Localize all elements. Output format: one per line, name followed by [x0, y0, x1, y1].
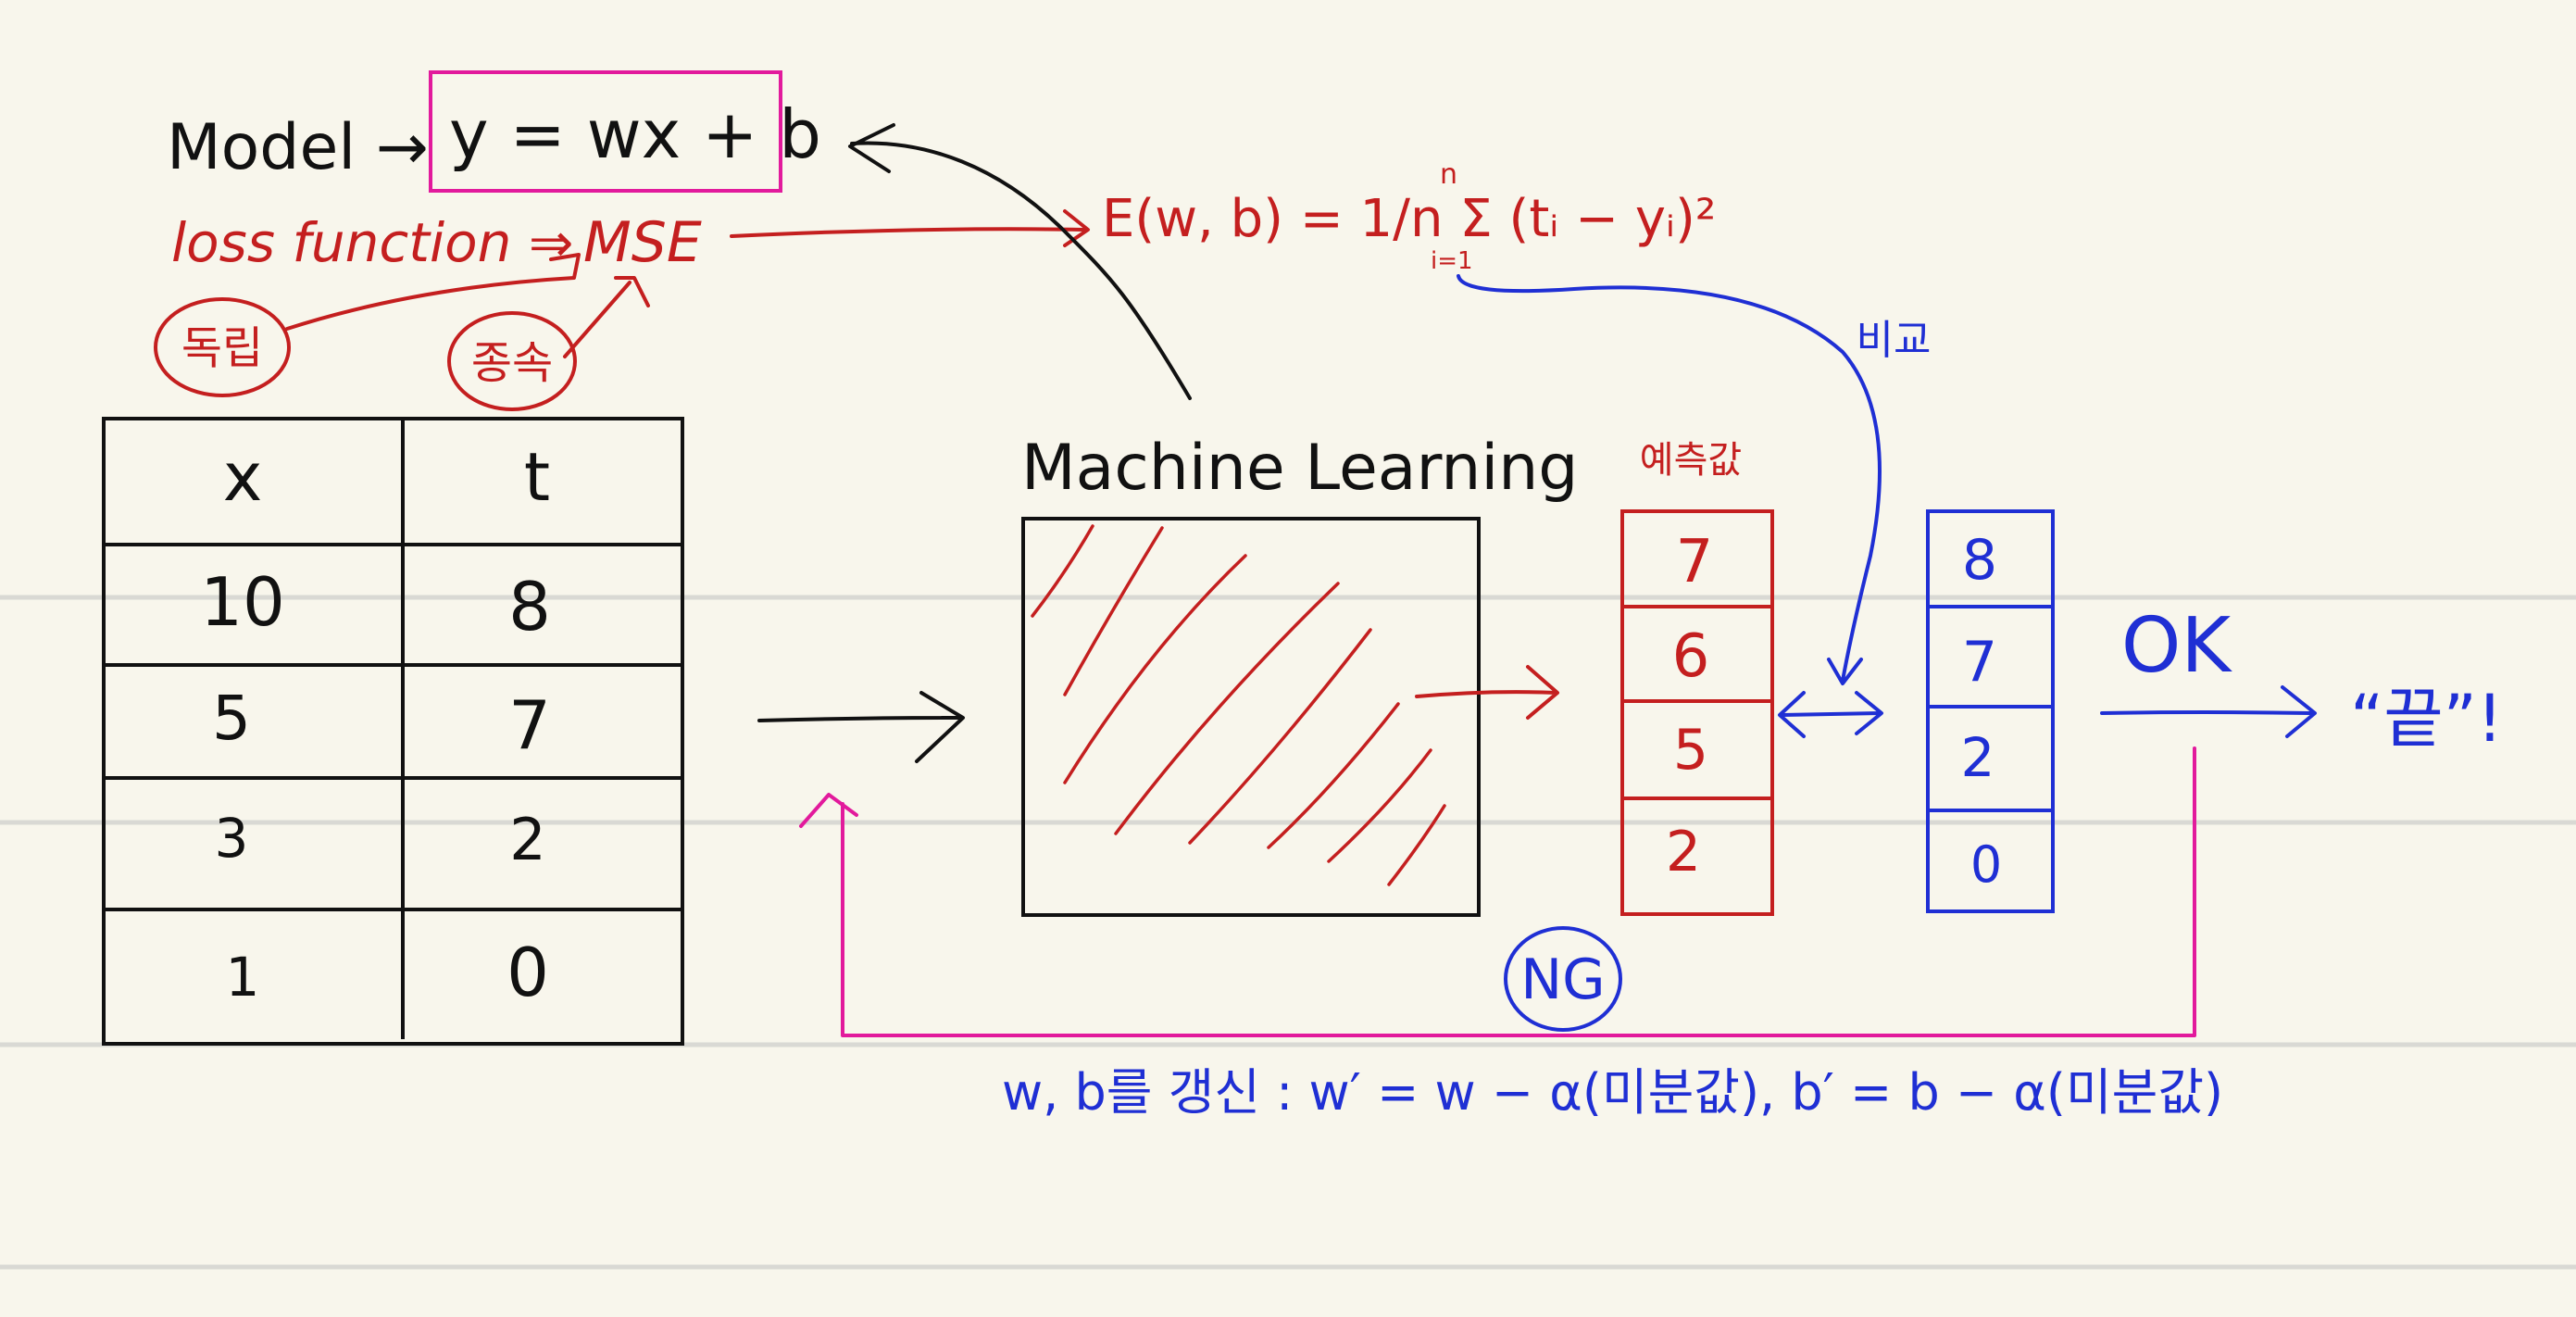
compare-arrow-head-icon	[1827, 658, 1863, 685]
compare-label: 비교	[1857, 317, 1932, 364]
target-value: 0	[1970, 835, 2002, 894]
model-formula: y = wx + b	[449, 95, 821, 173]
sum-lower-limit: i=1	[1431, 247, 1473, 275]
arrow-right-icon	[2100, 685, 2317, 738]
table-cell-x: 5	[212, 683, 251, 754]
ng-badge	[1504, 926, 1622, 1032]
predicted-column	[1620, 509, 1774, 916]
dependent-label: 종속	[471, 337, 553, 389]
predicted-label: 예측값	[1640, 439, 1742, 482]
table-cell-x: 3	[215, 807, 249, 870]
error-formula: E(w, b) = 1/n Σ (tᵢ − yᵢ)²	[1102, 189, 1716, 249]
end-label: “끝”!	[2350, 681, 2503, 757]
predicted-value: 2	[1666, 820, 1701, 884]
ng-label: NG	[1520, 947, 1605, 1012]
sum-upper-limit: n	[1440, 158, 1457, 191]
independent-circle	[154, 297, 291, 397]
ml-title: Machine Learning	[1021, 432, 1578, 505]
update-rule: w, b를 갱신 : w′ = w − α(미분값), b′ = b − α(미…	[1002, 1063, 2223, 1122]
model-formula-box	[429, 70, 782, 193]
table-cell-t: 7	[508, 686, 551, 764]
arrow-right-icon	[1415, 665, 1559, 720]
table-cell-x: 1	[226, 946, 260, 1009]
loss-value-mse: MSE	[583, 210, 702, 275]
ruled-lines	[0, 595, 2576, 1270]
independent-arrow-icon	[285, 253, 581, 331]
compare-arrow-icon	[1457, 274, 1882, 683]
model-label: Model →	[167, 111, 429, 184]
target-value: 2	[1961, 726, 1995, 789]
table-cell-t: 0	[506, 934, 549, 1011]
table-cell-x: 10	[200, 563, 285, 641]
double-arrow-icon	[1778, 691, 1883, 738]
independent-label: 독립	[181, 322, 263, 374]
predicted-value: 5	[1673, 718, 1708, 783]
table-header-t: t	[524, 438, 550, 516]
target-value: 8	[1962, 528, 1997, 593]
table-header-x: x	[223, 438, 263, 516]
curved-arrow-icon	[850, 141, 1192, 400]
table-cell-t: 8	[508, 568, 551, 646]
data-table	[102, 417, 684, 1046]
dependent-arrow-icon	[563, 276, 650, 358]
arrow-right-icon	[730, 227, 1085, 238]
predicted-value: 6	[1672, 622, 1710, 691]
ng-feedback-arrow-icon	[841, 746, 2196, 1037]
loss-function-label: loss function ⇒	[171, 211, 573, 274]
ml-box	[1021, 517, 1481, 917]
curved-arrow-head-icon	[848, 123, 895, 173]
table-cell-t: 2	[509, 806, 545, 873]
ok-label: OK	[2121, 602, 2233, 690]
target-value: 7	[1962, 630, 1997, 695]
predicted-value: 7	[1676, 528, 1714, 596]
arrow-right-icon	[757, 691, 965, 763]
dependent-circle	[447, 311, 577, 411]
ml-hatching	[1031, 524, 1446, 886]
target-column	[1926, 509, 2055, 913]
ng-arrow-head-icon	[799, 793, 858, 828]
